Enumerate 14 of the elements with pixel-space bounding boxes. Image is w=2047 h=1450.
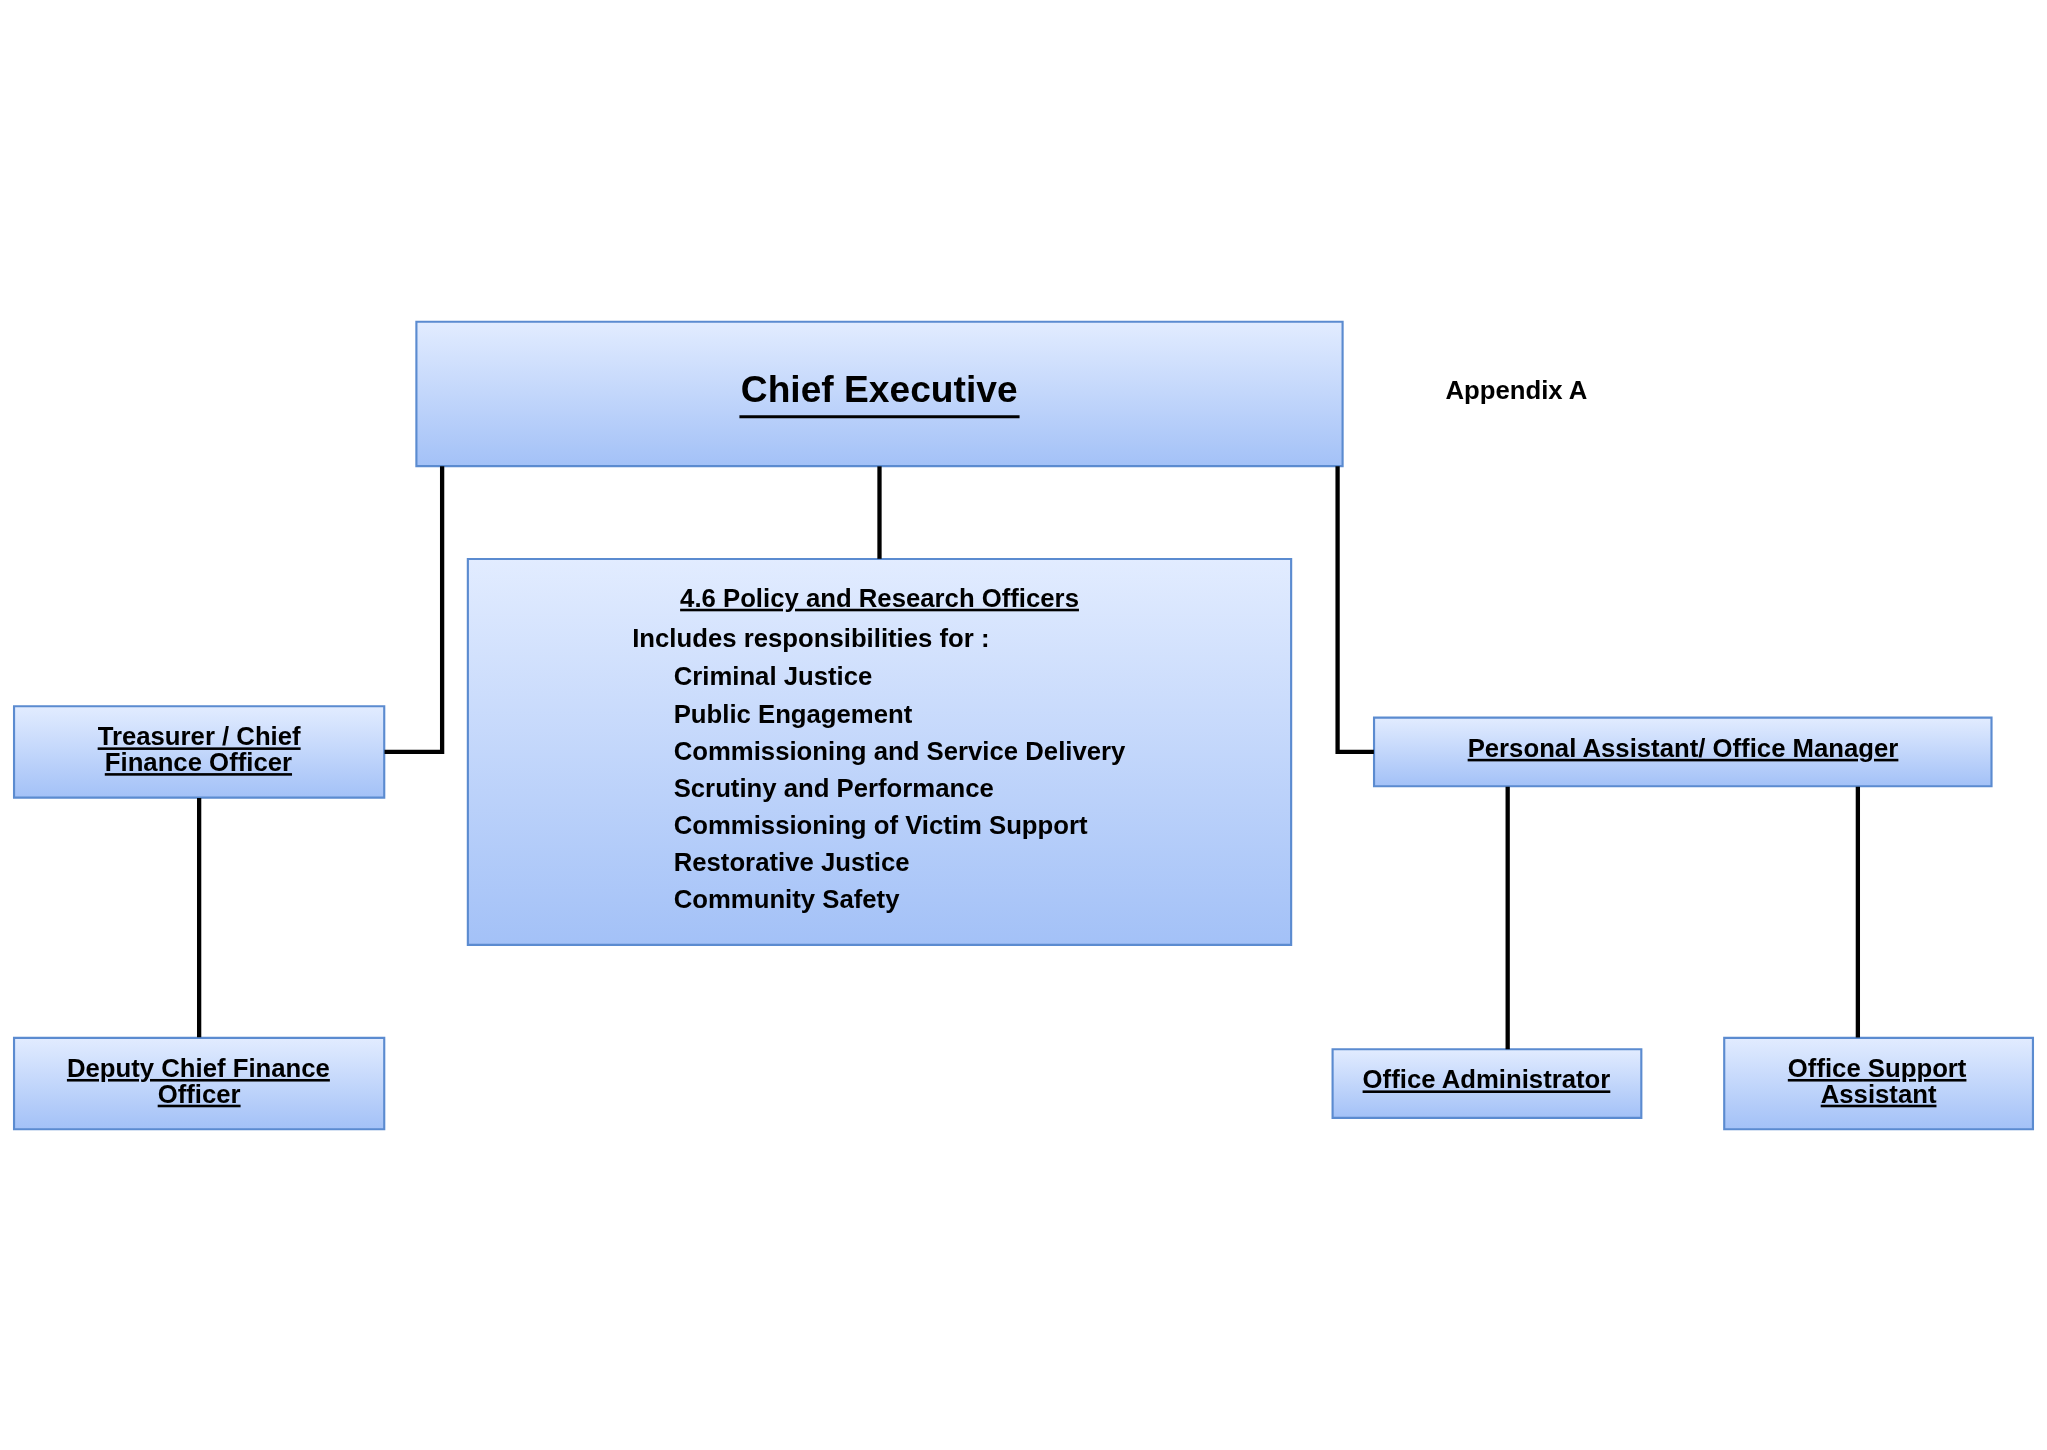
node-box: Deputy Chief Finance Officer — [12, 1036, 386, 1130]
connector — [877, 465, 882, 559]
connector — [1855, 786, 1860, 1038]
node-box: Chief Executive — [415, 320, 1344, 467]
connector — [1335, 465, 1374, 754]
node-box: 4.6 Policy and Research Officers Includes responsibilities for : Criminal Justice Public Engagement Commissioning and Service Delivery Scrutiny and Performance Commissioning of Victim Support Restorative Justice Community Safety — [466, 557, 1293, 946]
node-box: Personal Assistant/ Office Manager — [1372, 716, 1993, 787]
label: Appendix A — [1445, 375, 1588, 404]
connector — [197, 797, 202, 1037]
node-box: Office Support Assistant — [1723, 1036, 2035, 1130]
connector — [1505, 786, 1510, 1049]
node-box: Treasurer / Chief Finance Officer — [12, 704, 386, 799]
connector — [384, 465, 445, 754]
node-box: Office Administrator — [1331, 1047, 1643, 1119]
